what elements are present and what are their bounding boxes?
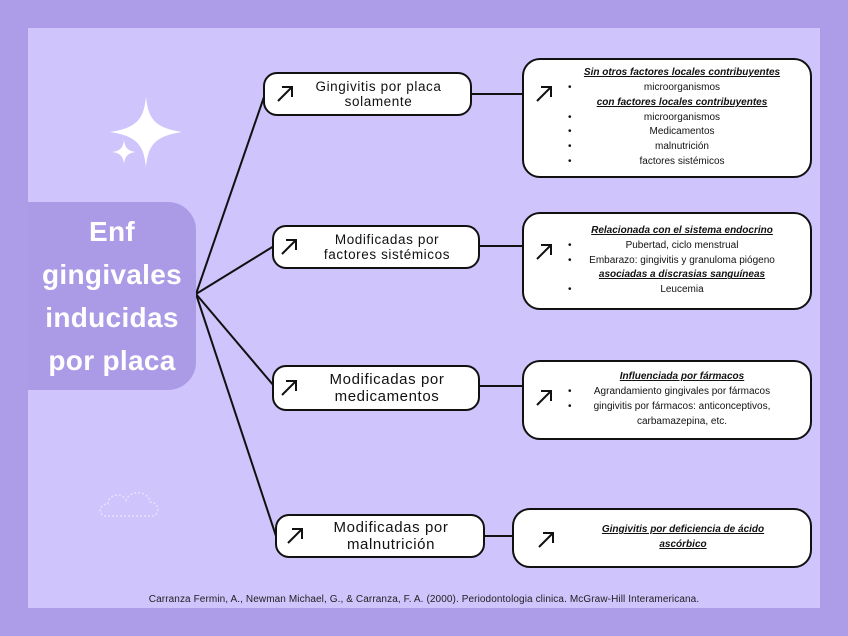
diagonal-arrow-icon [536,86,552,102]
connector-branch-2 [195,245,275,295]
branch-label: Modificadas por malnutrición [333,519,449,553]
detail-header: Relacionada con el sistema endocrino [591,225,773,236]
detail-text: carbamazepina, etc. [636,415,728,427]
detail-header: Gingivitis por deficiencia de ácido ascó… [601,524,765,550]
detail-bullet: factores sistémicos [560,155,804,170]
main-topic-box: Enf gingivales inducidas por placa [28,202,196,390]
diagonal-arrow-icon [536,390,552,406]
detail-lines-3: Influenciada por fármacos Agrandamiento … [560,362,804,438]
branch-label: Modificadas por factores sistémicos [323,232,451,262]
main-topic-title: Enf gingivales inducidas por placa [42,216,182,376]
connector-branch-3 [195,293,275,387]
connector-branch-4 [195,293,277,537]
detail-bullet: microorganismos [560,81,804,96]
diagonal-arrow-icon [536,244,552,260]
detail-header: asociadas a discrasias sanguíneas [598,269,766,281]
branch-label: Modificadas por medicamentos [329,371,445,405]
detail-box-2: Relacionada con el sistema endocrino Pub… [522,212,812,310]
branch-node-4: Modificadas por malnutrición [275,514,485,558]
detail-lines-2: Relacionada con el sistema endocrino Pub… [560,214,804,308]
detail-box-1: Sin otros factores locales contribuyente… [522,58,812,178]
detail-bullet: Leucemia [560,283,804,298]
detail-header: Influenciada por fármacos [619,371,745,383]
citation-text: Carranza Fermin, A., Newman Michael, G.,… [148,594,700,605]
detail-bullet: gingivitis por fármacos: anticonceptivos… [560,400,804,415]
detail-lines-4: Gingivitis por deficiencia de ácido ascó… [562,510,804,566]
connector-branch-1 [195,93,266,295]
detail-header: con factores locales contribuyentes [596,96,768,108]
branch-node-1: Gingivitis por placa solamente [263,72,472,116]
sparkle-icon [110,96,182,168]
branch-label: Gingivitis por placa solamente [315,79,442,109]
detail-bullet: Medicamentos [560,125,804,140]
detail-bullet: Pubertad, ciclo menstrual [560,239,804,254]
diagonal-arrow-icon [281,239,297,255]
detail-header: Sin otros factores locales contribuyente… [583,67,781,79]
diagonal-arrow-icon [281,380,297,396]
cloud-icon [99,492,159,517]
detail-lines-1: Sin otros factores locales contribuyente… [560,60,804,176]
detail-bullet: Embarazo: gingivitis y granuloma piógeno [560,254,804,269]
detail-box-3: Influenciada por fármacos Agrandamiento … [522,360,812,440]
diagonal-arrow-icon [538,532,554,548]
detail-bullet: Agrandamiento gingivales por fármacos [560,385,804,400]
diagonal-arrow-icon [277,86,293,102]
detail-bullet: malnutrición [560,140,804,155]
branch-node-2: Modificadas por factores sistémicos [272,225,480,269]
detail-box-4: Gingivitis por deficiencia de ácido ascó… [512,508,812,568]
diagonal-arrow-icon [287,528,303,544]
branch-node-3: Modificadas por medicamentos [272,365,480,411]
detail-bullet: microorganismos [560,111,804,126]
